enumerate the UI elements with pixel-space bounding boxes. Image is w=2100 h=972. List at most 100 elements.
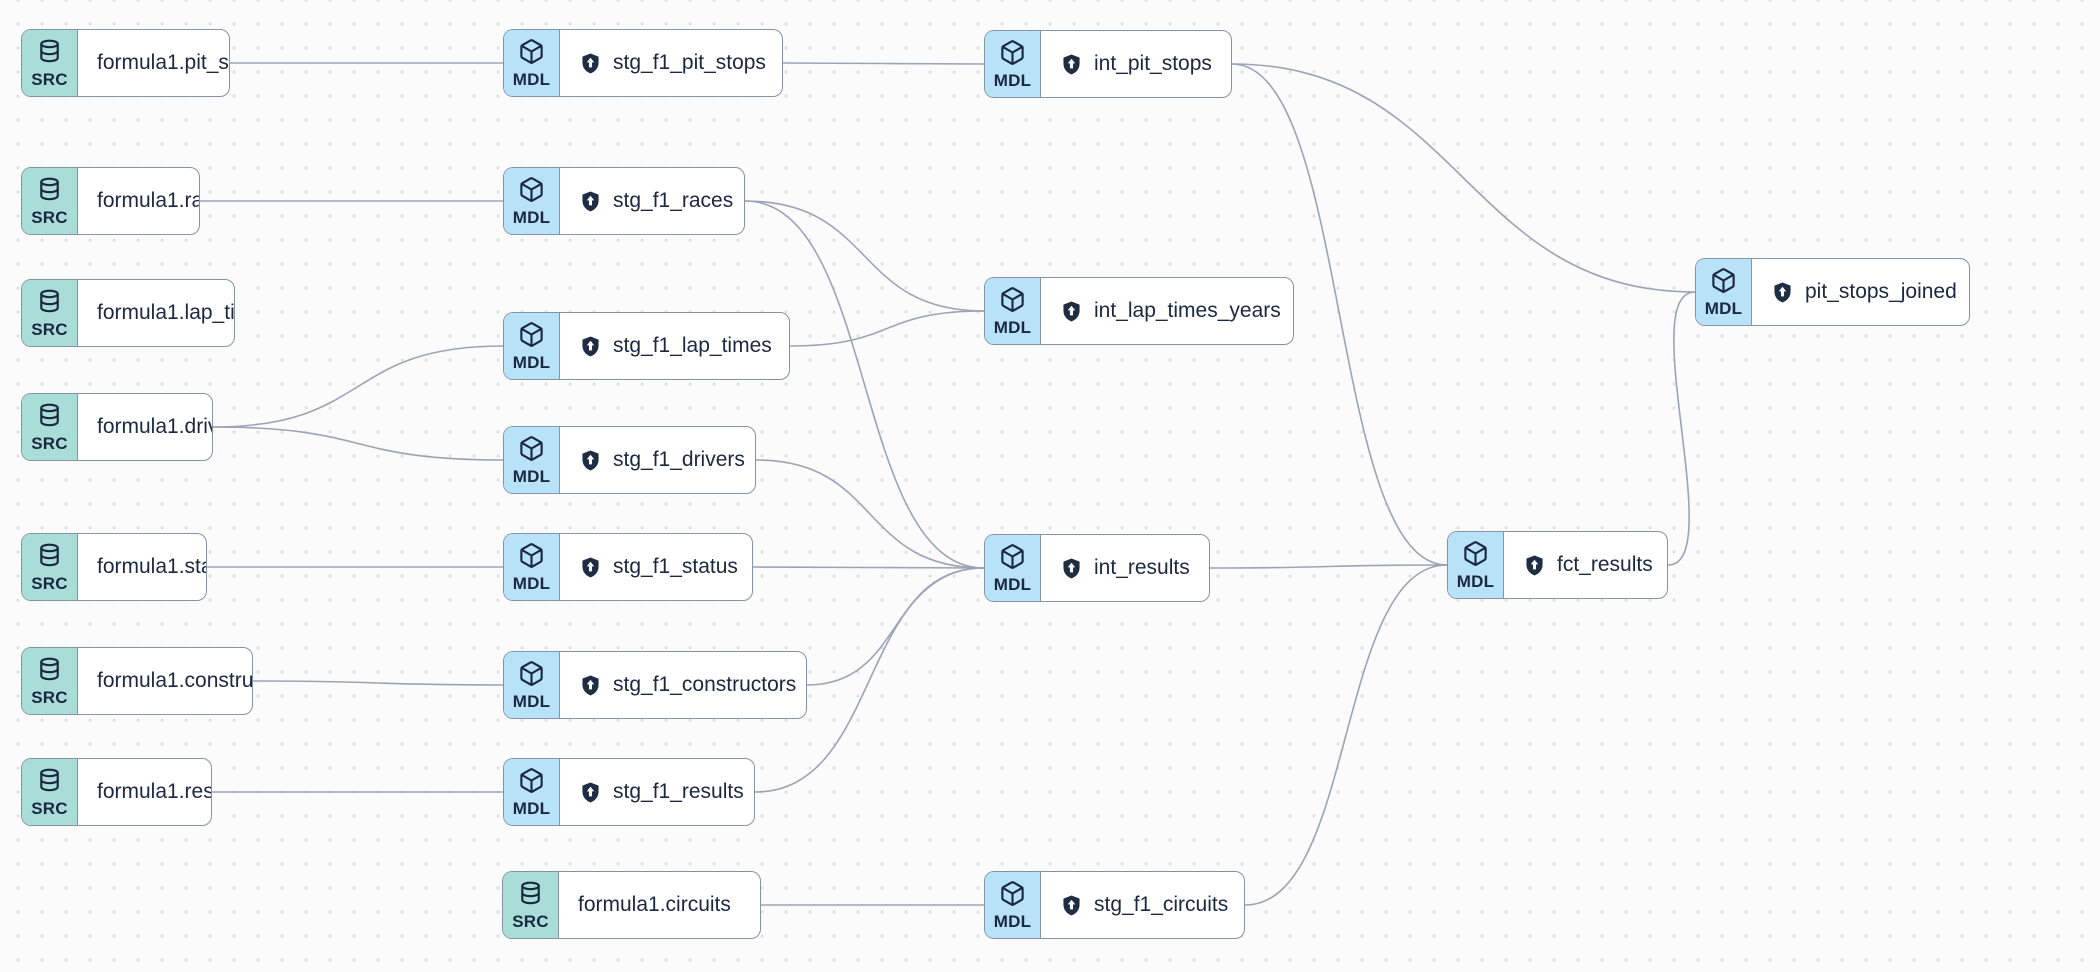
node-type-badge: SRC bbox=[22, 759, 78, 825]
node-label: stg_f1_races bbox=[613, 189, 734, 212]
node-label: int_results bbox=[1094, 556, 1190, 579]
node-body: int_results bbox=[1041, 535, 1209, 601]
lineage-node-src_results[interactable]: SRC formula1.results bbox=[21, 758, 212, 826]
lineage-node-stg_constructors[interactable]: MDL stg_f1_constructors bbox=[503, 651, 807, 719]
lineage-node-stg_lap_times[interactable]: MDL stg_f1_lap_times bbox=[503, 312, 790, 380]
shield-icon bbox=[579, 781, 602, 804]
node-body: formula1.lap_times bbox=[78, 280, 234, 346]
node-body: formula1.circuits bbox=[559, 872, 760, 938]
shield-icon bbox=[1060, 300, 1083, 323]
edge-src_constructors-to-stg_constructors bbox=[252, 680, 504, 686]
shield-icon bbox=[579, 190, 602, 213]
edge-int_pit_stops-to-pit_stops_joined bbox=[1231, 63, 1696, 293]
lineage-node-src_circuits[interactable]: SRC formula1.circuits bbox=[502, 871, 761, 939]
edge-stg_circuits-to-fct_results bbox=[1244, 564, 1448, 906]
shield-icon bbox=[579, 556, 602, 579]
node-type-badge: MDL bbox=[504, 168, 560, 234]
lineage-node-int_lap_times_years[interactable]: MDL int_lap_times_years bbox=[984, 277, 1294, 345]
lineage-node-src_races[interactable]: SRC formula1.races bbox=[21, 167, 200, 235]
edge-stg_lap_times-to-int_lap_times_years bbox=[789, 310, 985, 347]
box-icon bbox=[520, 543, 543, 568]
edge-stg_pit_stops-to-int_pit_stops bbox=[782, 62, 985, 65]
shield-icon bbox=[1771, 281, 1794, 304]
lineage-node-stg_status[interactable]: MDL stg_f1_status bbox=[503, 533, 753, 601]
lineage-node-stg_pit_stops[interactable]: MDL stg_f1_pit_stops bbox=[503, 29, 783, 97]
shield-icon bbox=[579, 449, 602, 472]
lineage-node-stg_results[interactable]: MDL stg_f1_results bbox=[503, 758, 755, 826]
node-label: stg_f1_lap_times bbox=[613, 334, 772, 357]
lineage-node-stg_drivers[interactable]: MDL stg_f1_drivers bbox=[503, 426, 756, 494]
node-type-badge: SRC bbox=[22, 394, 78, 460]
node-type-badge: MDL bbox=[504, 30, 560, 96]
node-label: stg_f1_constructors bbox=[613, 673, 797, 696]
node-type-badge: SRC bbox=[22, 30, 78, 96]
node-label: formula1.constructors bbox=[97, 669, 252, 692]
lineage-node-int_results[interactable]: MDL int_results bbox=[984, 534, 1210, 602]
lineage-node-fct_results[interactable]: MDL fct_results bbox=[1447, 531, 1668, 599]
node-type-badge: MDL bbox=[985, 872, 1041, 938]
node-label: formula1.circuits bbox=[578, 893, 731, 916]
node-body: stg_f1_results bbox=[560, 759, 754, 825]
edge-stg_status-to-int_results bbox=[752, 566, 985, 569]
node-label: stg_f1_results bbox=[613, 780, 744, 803]
edge-fct_results-to-pit_stops_joined bbox=[1667, 291, 1696, 566]
box-icon bbox=[520, 177, 543, 202]
lineage-node-src_status[interactable]: SRC formula1.status bbox=[21, 533, 207, 601]
shield-icon bbox=[1060, 894, 1083, 917]
shield-icon bbox=[579, 52, 602, 75]
lineage-node-src_lap_times[interactable]: SRC formula1.lap_times bbox=[21, 279, 235, 347]
edge-stg_races-to-int_results bbox=[744, 200, 985, 569]
shield-icon bbox=[1523, 554, 1546, 577]
box-icon bbox=[1001, 287, 1024, 312]
box-icon bbox=[520, 322, 543, 347]
node-body: stg_f1_lap_times bbox=[560, 313, 789, 379]
edge-int_pit_stops-to-fct_results bbox=[1231, 63, 1448, 566]
node-label: fct_results bbox=[1557, 553, 1653, 576]
node-body: stg_f1_circuits bbox=[1041, 872, 1244, 938]
edge-stg_results-to-int_results bbox=[754, 567, 985, 793]
node-label: pit_stops_joined bbox=[1805, 280, 1957, 303]
node-type-badge: MDL bbox=[504, 427, 560, 493]
box-icon bbox=[1001, 40, 1024, 65]
node-body: stg_f1_pit_stops bbox=[560, 30, 782, 96]
node-body: fct_results bbox=[1504, 532, 1667, 598]
node-body: formula1.constructors bbox=[78, 648, 252, 714]
lineage-node-stg_races[interactable]: MDL stg_f1_races bbox=[503, 167, 745, 235]
lineage-node-pit_stops_joined[interactable]: MDL pit_stops_joined bbox=[1695, 258, 1970, 326]
box-icon bbox=[520, 661, 543, 686]
node-label: formula1.results bbox=[97, 780, 211, 803]
node-body: stg_f1_status bbox=[560, 534, 752, 600]
database-icon bbox=[40, 768, 59, 792]
node-type-badge: SRC bbox=[22, 648, 78, 714]
node-type-badge: MDL bbox=[985, 31, 1041, 97]
lineage-node-src_pit_stops[interactable]: SRC formula1.pit_stops bbox=[21, 29, 230, 97]
node-body: formula1.races bbox=[78, 168, 199, 234]
node-type-badge: SRC bbox=[22, 168, 78, 234]
box-icon bbox=[520, 39, 543, 64]
node-label: stg_f1_drivers bbox=[613, 448, 745, 471]
node-body: pit_stops_joined bbox=[1752, 259, 1969, 325]
lineage-node-int_pit_stops[interactable]: MDL int_pit_stops bbox=[984, 30, 1232, 98]
edge-src_drivers-to-stg_lap_times bbox=[212, 345, 504, 428]
node-label: formula1.pit_stops bbox=[97, 51, 229, 74]
database-icon bbox=[521, 881, 540, 905]
node-label: stg_f1_status bbox=[613, 555, 738, 578]
box-icon bbox=[520, 436, 543, 461]
box-icon bbox=[1712, 268, 1735, 293]
node-type-badge: MDL bbox=[504, 652, 560, 718]
box-icon bbox=[520, 768, 543, 793]
box-icon bbox=[1001, 544, 1024, 569]
node-label: stg_f1_circuits bbox=[1094, 893, 1229, 916]
node-body: int_lap_times_years bbox=[1041, 278, 1293, 344]
node-body: stg_f1_constructors bbox=[560, 652, 806, 718]
node-type-badge: MDL bbox=[985, 278, 1041, 344]
lineage-node-src_drivers[interactable]: SRC formula1.drivers bbox=[21, 393, 213, 461]
node-type-badge: MDL bbox=[504, 534, 560, 600]
node-body: stg_f1_races bbox=[560, 168, 744, 234]
lineage-node-src_constructors[interactable]: SRC formula1.constructors bbox=[21, 647, 253, 715]
lineage-node-stg_circuits[interactable]: MDL stg_f1_circuits bbox=[984, 871, 1245, 939]
node-label: int_pit_stops bbox=[1094, 52, 1212, 75]
node-label: stg_f1_pit_stops bbox=[613, 51, 766, 74]
edge-stg_races-to-int_lap_times_years bbox=[744, 200, 985, 312]
